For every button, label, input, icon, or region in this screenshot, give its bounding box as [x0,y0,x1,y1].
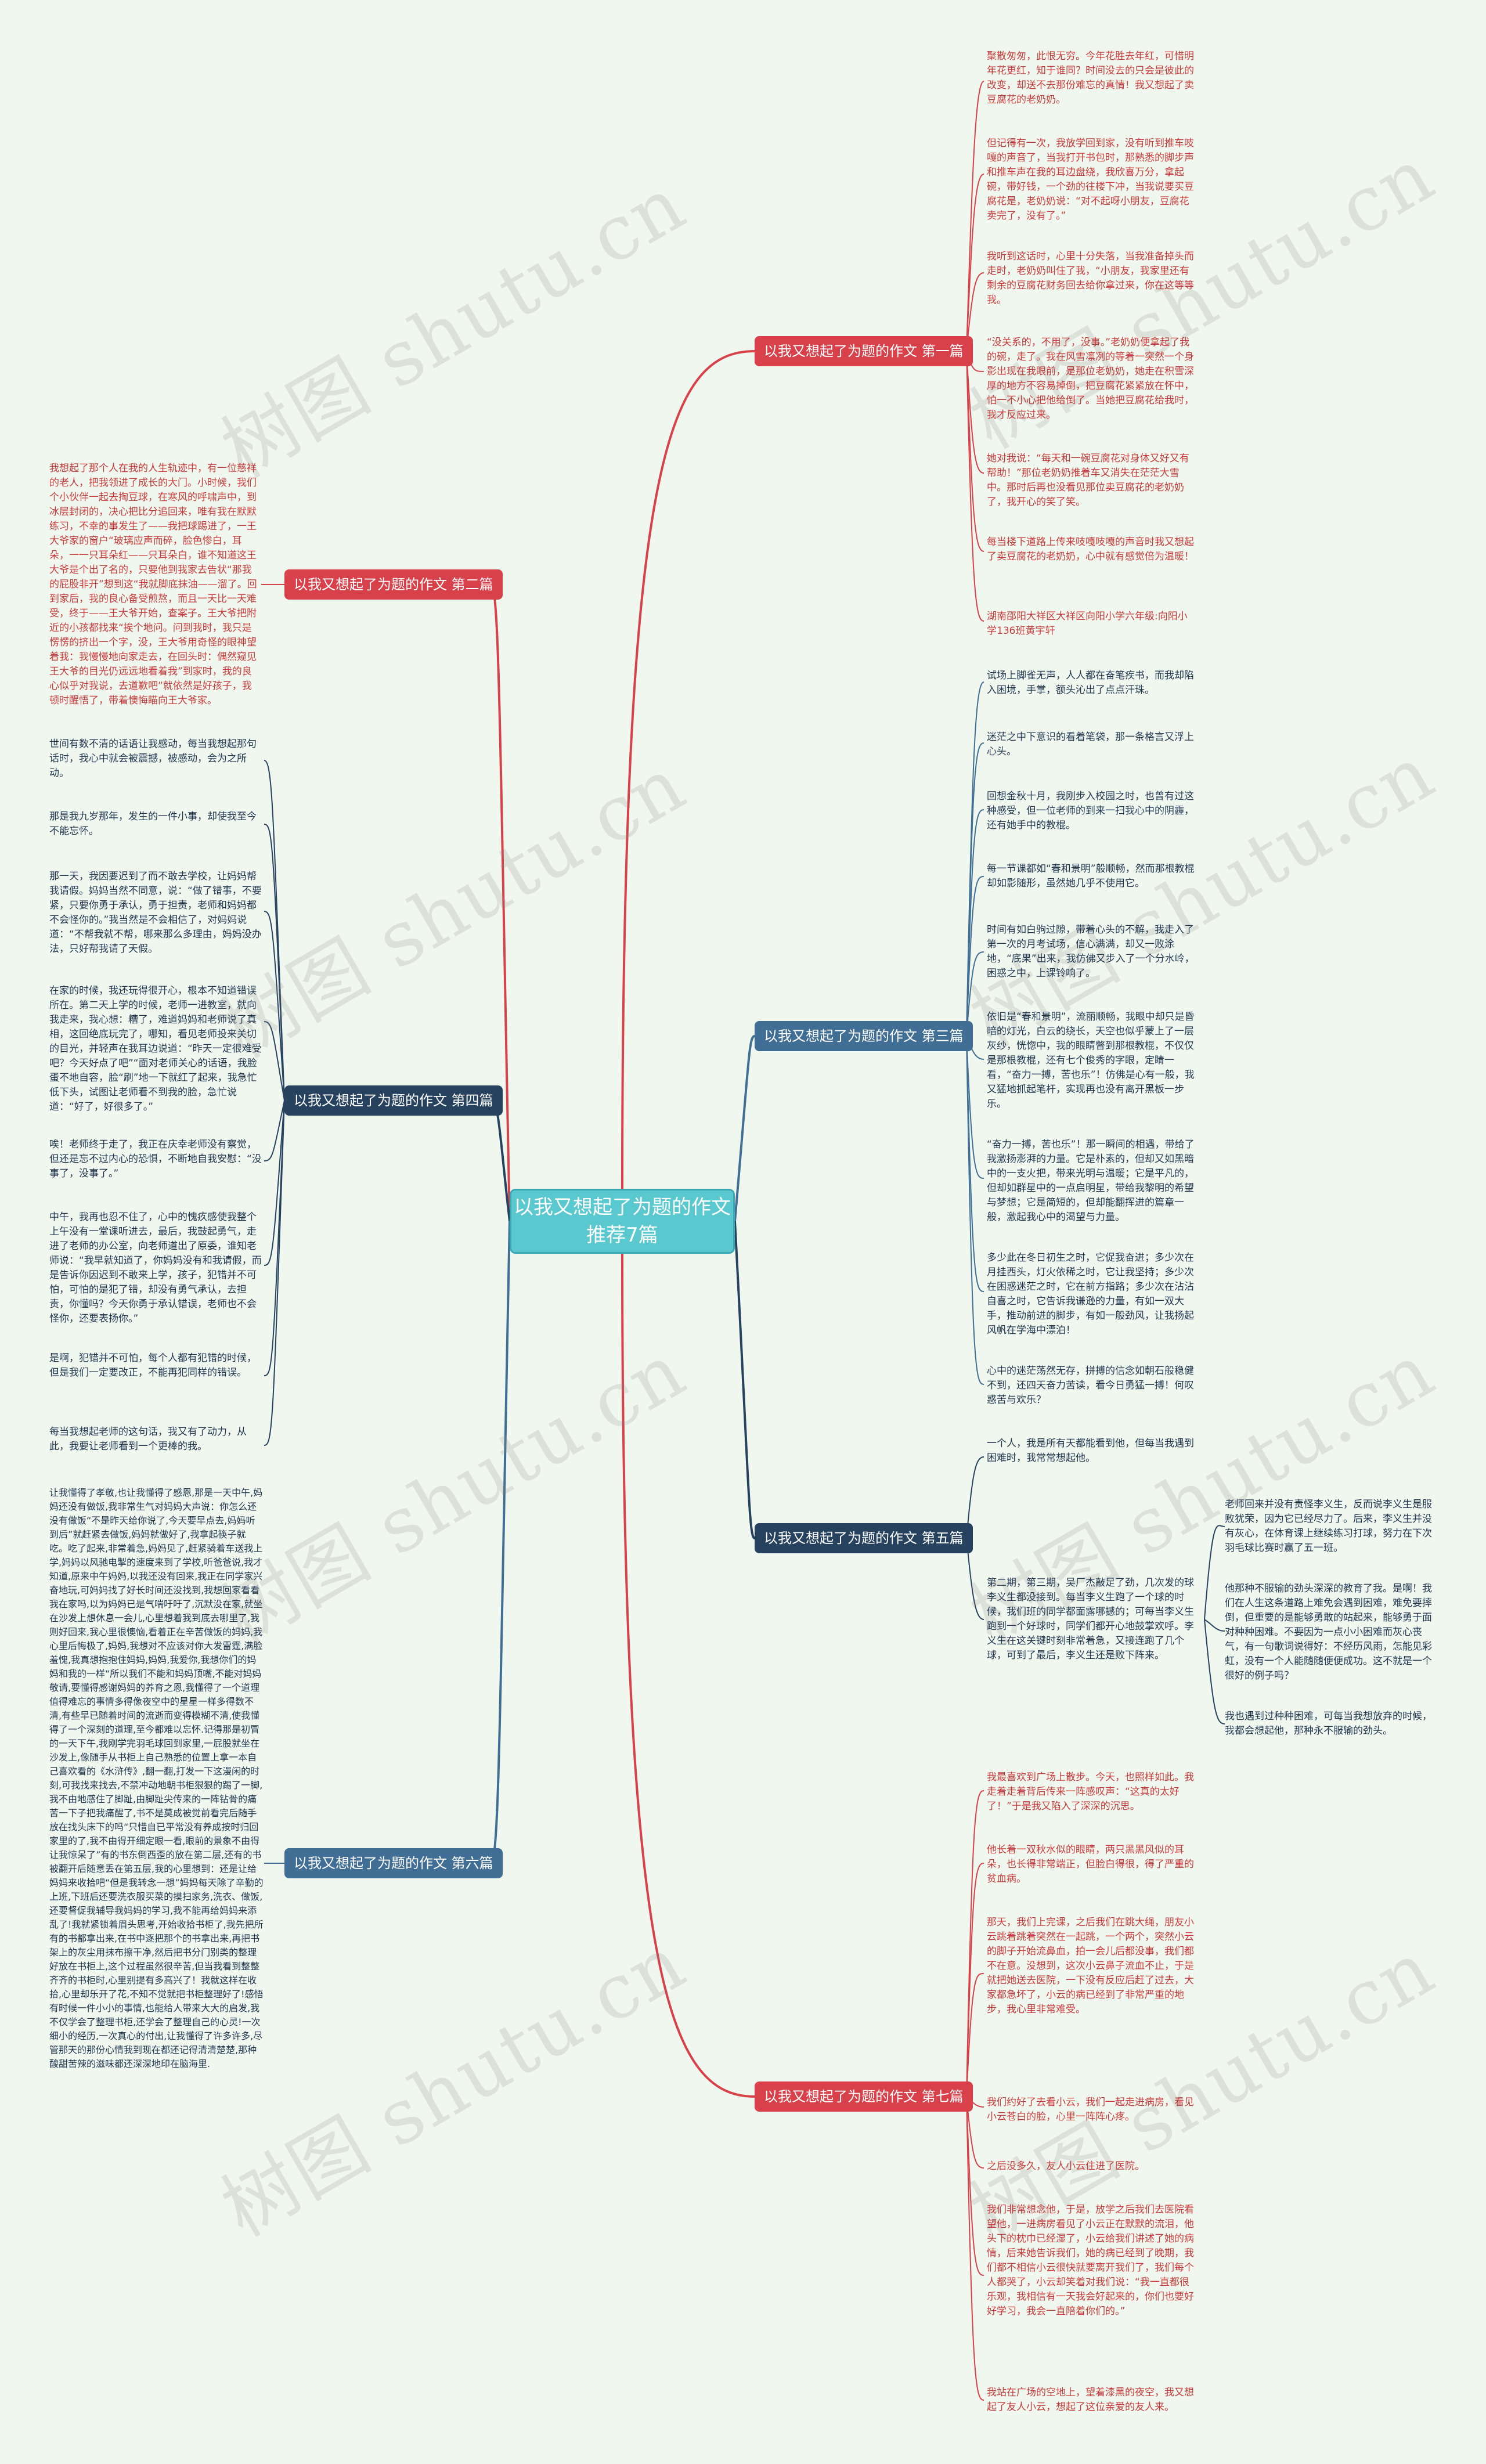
leaf-text: 试场上脚雀无声，人人都在奋笔疾书，而我却陷入困境，手掌，额头沁出了点点汗珠。 [987,670,1194,696]
leaf-text: 世间有数不清的话语让我感动，每当我想起那句话时，我心中就会被震撼，被感动，会为之… [49,738,257,779]
link-center-b5 [734,1221,755,1539]
center-topic-label: 以我又想起了为题的作文推荐7篇 [514,1196,731,1247]
leaf-text: 那天，我们上完课，之后我们在跳大绳，朋友小云跳着跳着突然在一起跳，一个两个，突然… [987,1917,1194,2015]
leaf-text: 依旧是“春和景明”，流丽顺畅，我眼中却只是昏暗的灯光，白云的绕长，天空也似乎蒙上… [987,1011,1195,1110]
link-b3-l9 [966,1036,984,1385]
link-b3-l8 [966,1036,984,1292]
leaf-text: 中午，我再也忍不住了，心中的愧疚感使我整个上午没有一堂课听进去，最后，我鼓起勇气… [49,1211,262,1325]
link-b4-l5 [264,1100,285,1161]
link-center-b7 [621,1253,755,2098]
link-b1-l2 [966,174,984,352]
link-b3-l2 [966,742,984,1037]
branch-1[interactable]: 以我又想起了为题的作文 第一篇 [755,336,973,366]
leaf-text: 老师回来并没有责怪李义生，反而说李义生是服败犹荣，因为它已经尽力了。后来，李义生… [1225,1499,1432,1554]
link-b4-l8 [264,1100,285,1446]
leaf-text: 我听到这话时，心里十分失落，当我准备掉头而走时，老奶奶叫住了我，“小朋友，我家里… [987,251,1194,306]
link-b3-l3 [966,809,984,1037]
link-b4-l7 [264,1100,285,1376]
link-b7-l6 [966,2096,984,2276]
leaf-text: 我最喜欢到广场上散步。今天，也照样如此。我走着走着背后传来一阵感叹声：“这真的太… [987,1772,1194,1812]
link-b3-l7 [966,1036,984,1179]
leaf-text: 唉！老师终于走了，我正在庆幸老师没有察觉，但还是忘不过内心的恐惧，不断地自我安慰… [49,1139,262,1179]
leaf-text: 聚散匆匆，此恨无穷。今年花胜去年红，可惜明年花更红，知于谁同？时间没去的只会是彼… [987,50,1194,106]
link-b5-l1 [966,1456,984,1539]
link-b1-l3 [966,272,984,352]
link-b1-l6 [966,351,984,552]
leaf-text: 但记得有一次，我放学回到家，没有听到推车吱嘎的声音了，当我打开书包时，那熟悉的脚… [987,138,1194,222]
link-b1-l5 [966,351,984,474]
center-topic[interactable]: 以我又想起了为题的作文推荐7篇 [510,1189,735,1254]
leaf-text: 那是我九岁那年，发生的一件小事，却使我至今不能忘怀。 [49,811,257,837]
leaf-text: 我也遇到过种种困难，可每当我想放弃的时候，我都会想起他，那种永不服输的劲头。 [1225,1711,1432,1737]
link-b1-l1 [966,81,984,352]
leaf-text: 我站在广场的空地上，望着漆黑的夜空，我又想起了友人小云，想起了这位亲爱的友人来。 [987,2387,1194,2413]
link-b1-l7 [966,351,984,622]
leaf-text: 湖南邵阳大祥区大祥区向阳小学六年级:向阳小学136班黄宇轩 [987,611,1188,637]
leaf-text: 在家的时候，我还玩得很开心，根本不知道错误所在。第二天上学的时候，老师一进教室，… [49,985,262,1113]
leaf-text: 那一天，我因要迟到了而不敢去学校，让妈妈帮我请假。妈妈当然不同意，说：“做了错事… [49,871,262,955]
branch-4[interactable]: 以我又想起了为题的作文 第四篇 [284,1085,503,1116]
link-b7-l5 [966,2096,984,2169]
leaf-text: 迷茫之中下意识的看着笔袋，那一条格言又浮上心头。 [987,731,1194,757]
leaf-text: 之后没多久，友人小云住进了医院。 [987,2160,1145,2172]
link-b7-l3 [966,1973,984,2097]
link-b4-l3 [264,911,285,1101]
leaf-text: 一个人，我是所有天都能看到他，但每当我遇到困难时，我常常想起他。 [987,1438,1194,1464]
branch-6[interactable]: 以我又想起了为题的作文 第六篇 [284,1848,503,1878]
branch-5[interactable]: 以我又想起了为题的作文 第五篇 [755,1523,973,1553]
leaf-text: 我们非常想念他，于是，放学之后我们去医院看望他，一进病房看见了小云正在默默的流泪… [987,2204,1194,2317]
leaf-text: 第二期，第三期，吴厂杰敲足了劲，几次发的球李义生都没接到。每当李义生跑了一个球的… [987,1577,1194,1661]
link-b7-l2 [966,1863,984,2097]
leaf-text: 每当楼下道路上传来吱嘎吱嘎的声音时我又想起了卖豆腐花的老奶奶，心中就有感觉倍为温… [987,536,1194,562]
link-b4-l2 [264,824,285,1101]
link-b7-l7 [966,2096,984,2401]
link-b5-sub2 [1204,1619,1225,1632]
leaf-text: “奋力一搏，苦也乐”！那一瞬间的相遇，带给了我激扬澎湃的力量。它是朴素的，但却又… [987,1139,1195,1223]
link-b3-l5 [966,951,984,1037]
link-center-b3 [734,1035,755,1222]
leaf-text: 是啊，犯错并不可怕，每个人都有犯错的时候，但是我们一定要改正，不能再犯同样的错误… [49,1352,257,1379]
link-center-b1 [621,350,755,1189]
leaf-text: 他长着一双秋水似的眼睛，两只黑黑风似的耳朵，也长得非常端正，但脸白得很，得了严重… [987,1844,1194,1885]
leaf-text: 她对我说：“每天和一碗豆腐花对身体又好又有帮助！”那位老奶奶推着车又消失在茫茫大… [987,453,1189,508]
leaf-text: 让我懂得了孝敬,也让我懂得了感恩,那是一天中午,妈妈还没有做饭,我非常生气对妈妈… [49,1487,264,2069]
leaf-text: “没关系的，不用了，没事。”老奶奶便拿起了我的碗，走了。我在风雪凛冽的等着一突然… [987,337,1194,421]
leaf-text: 他那种不服输的劲头深深的教育了我。是啊！我们在人生这条道路上难免会遇到困难，难免… [1225,1583,1432,1682]
leaf-text: 每当我想起老师的这句话，我又有了动力，从此，我要让老师看到一个更棒的我。 [49,1426,247,1452]
leaf-text: 多少此在冬日初生之时，它促我奋进；多少次在月挂西头，灯火依稀之时，它让我坚持；多… [987,1252,1194,1336]
link-center-b6 [490,1221,511,1864]
leaf-text: 回想金秋十月，我刚步入校园之时，也曾有过这种感受，但一位老师的到来一扫我心中的阴… [987,791,1194,831]
leaf-text: 时间有如白驹过隙，带着心头的不解，我走入了第一次的月考试场，信心满满，却又一败涂… [987,924,1195,979]
link-b5-sub [1204,1525,1225,1620]
leaf-text: 我们约好了去看小云，我们一起走进病房，看见小云苍白的脸，心里一阵阵心疼。 [987,2097,1194,2123]
link-b7-l1 [966,1790,984,2097]
link-b4-l6 [264,1100,285,1266]
link-b4-l4 [264,1021,285,1101]
branch-3[interactable]: 以我又想起了为题的作文 第三篇 [755,1021,973,1051]
leaf-text: 我想起了那个人在我的人生轨迹中，有一位慈祥的老人，把我领进了成长的大门。小时候，… [49,463,257,706]
link-b5-sub3 [1204,1619,1225,1725]
leaf-text: 心中的迷茫荡然无存，拼搏的信念如朝石般稳健不到，还四天奋力苦读，看今日勇猛一搏！… [987,1365,1194,1406]
link-b3-l4 [966,876,984,1037]
link-b5-l2 [966,1538,984,1620]
branch-7[interactable]: 以我又想起了为题的作文 第七篇 [755,2081,973,2112]
leaf-text: 每一节课都如“春和景明”般顺畅，然而那根教棍却如影随形，虽然她几乎不使用它。 [987,863,1195,889]
branch-2[interactable]: 以我又想起了为题的作文 第二篇 [284,569,503,600]
